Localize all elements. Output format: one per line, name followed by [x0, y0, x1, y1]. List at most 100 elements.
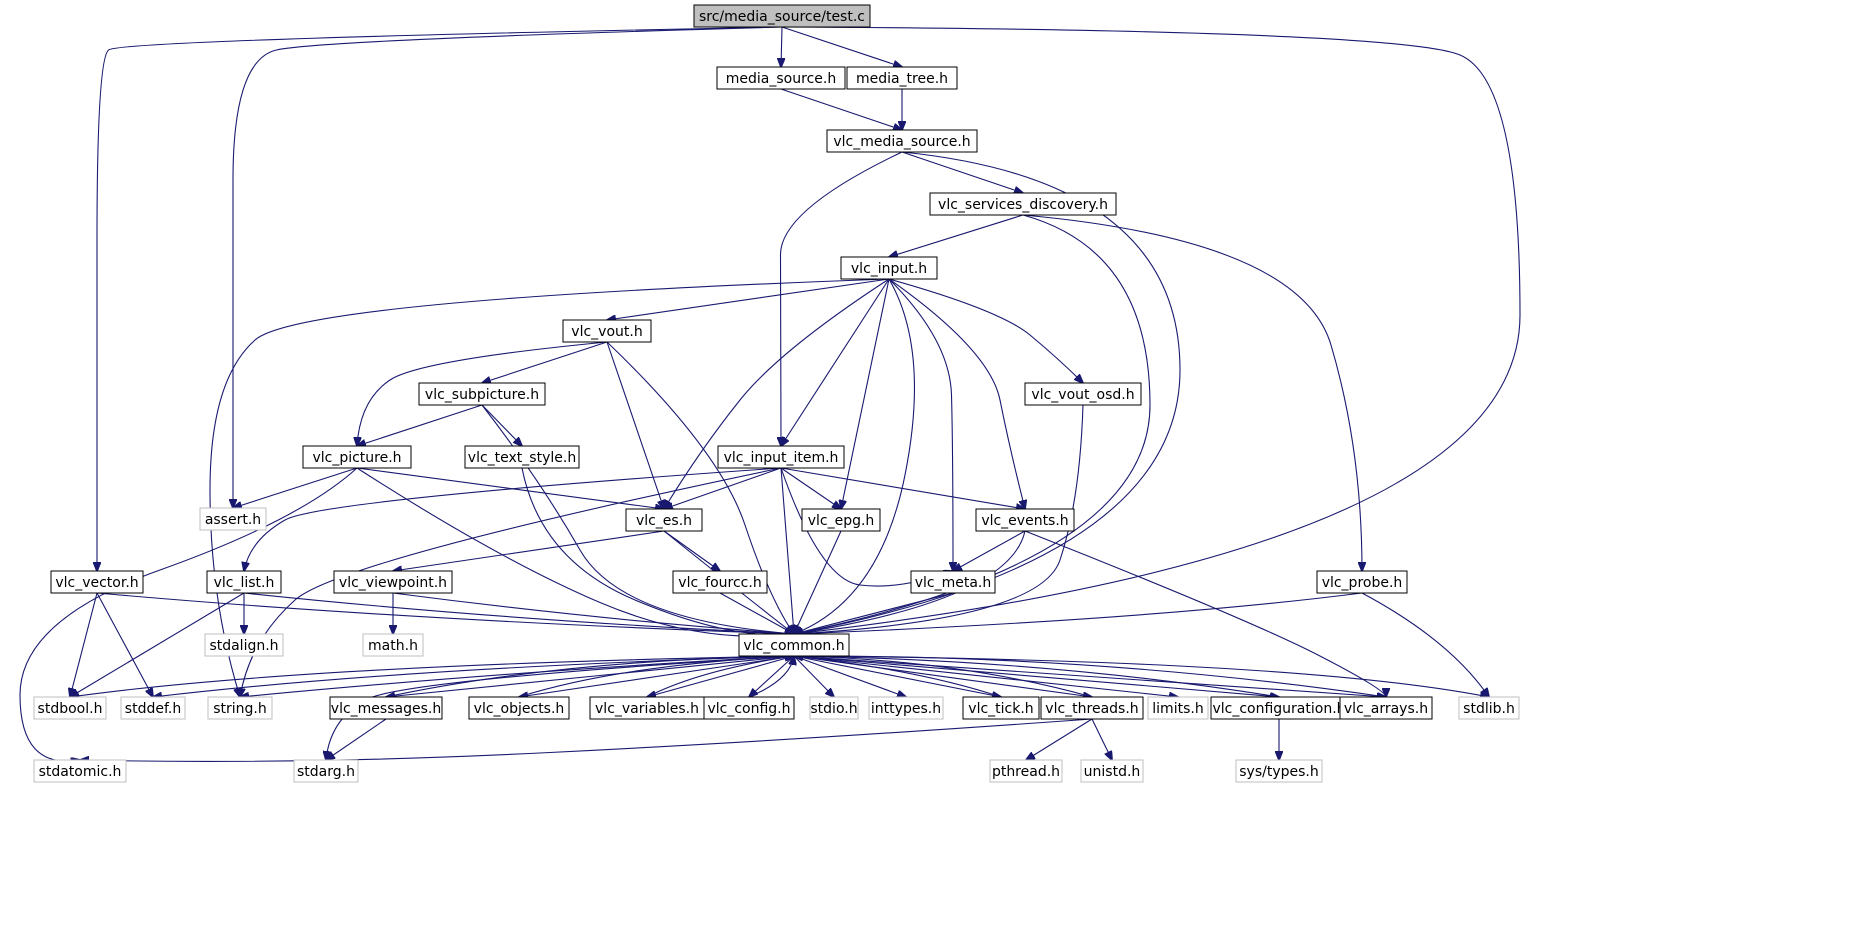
node-pthread-h[interactable]: pthread.h — [989, 759, 1063, 783]
edge-vlc_probe_h-to-stdlib_h — [1361, 592, 1489, 697]
node-stdlib-h[interactable]: stdlib.h — [1458, 696, 1520, 720]
node-stdatomic-h[interactable]: stdatomic.h — [33, 759, 127, 783]
edge-vlc_input_item_h-to-vlc_common_h — [780, 467, 794, 634]
node-box — [975, 508, 1075, 532]
node-vlc-events-h[interactable]: vlc_events.h — [975, 508, 1075, 532]
edge-vlc_text_style_h-to-vlc_common_h — [521, 467, 794, 635]
node-label: vlc_media_source.h — [833, 134, 970, 150]
node-label: vlc_epg.h — [808, 513, 875, 529]
node-label: vlc_fourcc.h — [678, 575, 761, 591]
node-label: vlc_viewpoint.h — [339, 575, 447, 591]
node-stdio-h[interactable]: stdio.h — [809, 696, 859, 720]
edge-vlc_common_h-to-stdio_h — [793, 655, 834, 697]
node-assert-h[interactable]: assert.h — [199, 507, 267, 531]
node-media-tree-h[interactable]: media_tree.h — [846, 66, 958, 90]
node-stdarg-h[interactable]: stdarg.h — [293, 759, 359, 783]
node-vlc-viewpoint-h[interactable]: vlc_viewpoint.h — [333, 570, 453, 594]
node-vlc-fourcc-h[interactable]: vlc_fourcc.h — [672, 570, 768, 594]
node-vlc-probe-h[interactable]: vlc_probe.h — [1316, 570, 1408, 594]
node-media-source-h[interactable]: media_source.h — [716, 66, 846, 90]
edge-vlc_events_h-to-vlc_arrays_h — [1024, 530, 1386, 697]
node-vlc-config-h[interactable]: vlc_config.h — [703, 696, 795, 720]
edge-vlc_meta_h-to-vlc_common_h — [794, 592, 954, 634]
node-label: vlc_objects.h — [474, 701, 565, 717]
node-inttypes-h[interactable]: inttypes.h — [868, 696, 944, 720]
node-vlc-messages-h[interactable]: vlc_messages.h — [329, 696, 443, 720]
node-label: assert.h — [205, 512, 261, 528]
node-box — [929, 192, 1117, 216]
node-label: vlc_input_item.h — [724, 450, 839, 466]
node-stddef-h[interactable]: stddef.h — [120, 696, 186, 720]
node-label: vlc_config.h — [707, 701, 790, 717]
node-box — [1339, 696, 1433, 720]
node-sys-types-h[interactable]: sys/types.h — [1235, 759, 1323, 783]
node-vlc-list-h[interactable]: vlc_list.h — [206, 570, 282, 594]
node-vlc-vector-h[interactable]: vlc_vector.h — [50, 570, 144, 594]
node-vlc-configuration-h[interactable]: vlc_configuration.h — [1210, 696, 1348, 720]
node-label: vlc_picture.h — [312, 450, 401, 466]
node-vlc-subpicture-h[interactable]: vlc_subpicture.h — [418, 382, 546, 406]
node-vlc-vout-h[interactable]: vlc_vout.h — [562, 319, 652, 343]
node-label: vlc_threads.h — [1045, 701, 1138, 717]
node-vlc-tick-h[interactable]: vlc_tick.h — [962, 696, 1040, 720]
edge-vlc_viewpoint_h-to-vlc_common_h — [392, 592, 794, 634]
node-label: vlc_services_discovery.h — [938, 197, 1108, 213]
node-string-h[interactable]: string.h — [207, 696, 273, 720]
node-box — [204, 633, 284, 657]
node-vlc-input-item-h[interactable]: vlc_input_item.h — [717, 445, 845, 469]
edge-vlc_subpicture_h-to-vlc_picture_h — [357, 404, 483, 446]
node-box — [1024, 382, 1142, 406]
node-vlc-vout-osd-h[interactable]: vlc_vout_osd.h — [1024, 382, 1142, 406]
edge-vlc_messages_h-to-vlc_common_h — [385, 656, 794, 698]
node-box — [207, 696, 273, 720]
edge-vlc_vector_h-to-vlc_common_h — [96, 592, 794, 634]
edge-vlc_input_h-to-vlc_events_h — [888, 278, 1025, 509]
node-limits-h[interactable]: limits.h — [1147, 696, 1209, 720]
node-vlc-es-h[interactable]: vlc_es.h — [625, 508, 703, 532]
node-label: stdbool.h — [38, 701, 103, 717]
edge-vlc_services_discovery_h-to-vlc_probe_h — [1022, 214, 1362, 571]
node-label: vlc_common.h — [743, 638, 844, 654]
node-vlc-media-source-h[interactable]: vlc_media_source.h — [826, 129, 978, 153]
node-vlc-common-h[interactable]: vlc_common.h — [738, 633, 850, 657]
node-stdbool-h[interactable]: stdbool.h — [33, 696, 107, 720]
node-vlc-services-discovery-h[interactable]: vlc_services_discovery.h — [929, 192, 1117, 216]
node-box — [333, 570, 453, 594]
node-label: vlc_vector.h — [55, 575, 138, 591]
node-box — [840, 256, 938, 280]
node-label: vlc_messages.h — [331, 701, 441, 717]
edge-vlc_common_h-to-vlc_objects_h — [519, 655, 795, 697]
node-unistd-h[interactable]: unistd.h — [1080, 759, 1144, 783]
edge-vlc_threads_h-to-unistd_h — [1091, 718, 1112, 760]
edge-root-to-vlc_vector_h — [97, 26, 783, 571]
node-label: vlc_subpicture.h — [425, 387, 539, 403]
edge-vlc_media_source_h-to-vlc_services_discovery_h — [901, 151, 1023, 193]
node-vlc-epg-h[interactable]: vlc_epg.h — [801, 508, 881, 532]
edge-vlc_configuration_h-to-vlc_common_h — [794, 656, 1280, 698]
node-vlc-threads-h[interactable]: vlc_threads.h — [1040, 696, 1144, 720]
node-box — [33, 759, 127, 783]
node-box — [362, 633, 424, 657]
node-label: vlc_variables.h — [595, 701, 699, 717]
node-vlc-objects-h[interactable]: vlc_objects.h — [468, 696, 570, 720]
node-math-h[interactable]: math.h — [362, 633, 424, 657]
edge-vlc_threads_h-to-vlc_common_h — [794, 656, 1093, 698]
edge-vlc_common_h-to-vlc_messages_h — [386, 655, 795, 697]
node-label: vlc_vout_osd.h — [1031, 387, 1134, 403]
node-vlc-meta-h[interactable]: vlc_meta.h — [910, 570, 996, 594]
node-vlc-arrays-h[interactable]: vlc_arrays.h — [1339, 696, 1433, 720]
node-root[interactable]: src/media_source/test.c — [693, 4, 871, 28]
node-vlc-picture-h[interactable]: vlc_picture.h — [302, 445, 412, 469]
node-vlc-input-h[interactable]: vlc_input.h — [840, 256, 938, 280]
node-vlc-text-style-h[interactable]: vlc_text_style.h — [464, 445, 580, 469]
node-label: unistd.h — [1084, 764, 1141, 780]
node-vlc-variables-h[interactable]: vlc_variables.h — [589, 696, 705, 720]
edge-vlc_common_h-to-vlc_configuration_h — [793, 655, 1279, 697]
edge-vlc_common_h-to-stdarg_h — [326, 655, 795, 760]
node-label: src/media_source/test.c — [699, 9, 865, 25]
edge-vlc_vout_h-to-vlc_es_h — [606, 341, 664, 509]
node-label: vlc_text_style.h — [468, 450, 576, 466]
node-stdalign-h[interactable]: stdalign.h — [204, 633, 284, 657]
